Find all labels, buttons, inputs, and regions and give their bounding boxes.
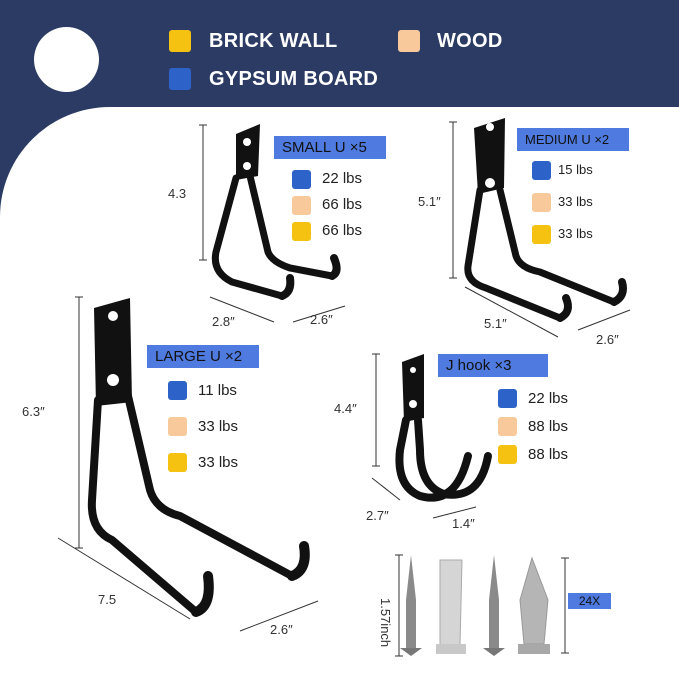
wood-swatch [398,30,420,52]
medium-gypsum-load: 15 lbs [558,162,593,177]
j-hook-title: J hook ×3 [438,354,548,377]
large-height-dim: 6.3″ [22,404,45,419]
jhook-wood-load: 88 lbs [528,418,569,435]
large-gypsum-swatch [168,381,187,400]
small-wood-swatch [292,196,311,215]
anchor-2-image [518,556,550,654]
medium-u-title: MEDIUM U ×2 [517,128,629,151]
hardware-quantity-badge: 24X [568,593,611,609]
jhook-height-dim: 4.4″ [334,401,357,416]
medium-wood-swatch [532,193,551,212]
jhook-gypsum-load: 22 lbs [528,390,569,407]
dimension-lines [57,121,631,657]
large-brick-load: 33 lbs [198,454,239,471]
small-gypsum-load: 22 lbs [322,170,363,187]
small-width-dim: 2.8″ [212,314,235,329]
jhook-width-dim: 2.7″ [366,508,389,523]
small-height-dim: 4.3 [168,186,187,201]
brick-wall-label: BRICK WALL [209,30,338,52]
medium-u-hook-image [464,118,627,322]
screw-1-image [400,555,422,656]
large-wood-load: 33 lbs [198,418,239,435]
small-brick-load: 66 lbs [322,222,363,239]
hardware-length-dim: 1.57inch [378,598,393,648]
small-u-title: SMALL U ×5 [274,136,386,159]
large-gypsum-load: 11 lbs [198,382,237,399]
medium-depth-dim: 2.6″ [596,332,619,347]
medium-brick-load: 33 lbs [558,226,593,241]
small-gypsum-swatch [292,170,311,189]
large-width-dim: 7.5 [98,592,117,607]
screw-2-image [483,555,505,656]
medium-gypsum-swatch [532,161,551,180]
large-u-title: LARGE U ×2 [147,345,259,368]
small-brick-swatch [292,222,311,241]
j-hook-image [395,354,492,502]
medium-brick-swatch [532,225,551,244]
jhook-brick-swatch [498,445,517,464]
large-u-hook-image [87,298,310,617]
wood-label: WOOD [437,30,503,52]
gypsum-board-label: GYPSUM BOARD [209,68,379,90]
small-wood-load: 66 lbs [322,196,363,213]
brick-wall-swatch [169,30,191,52]
jhook-wood-swatch [498,417,517,436]
small-depth-dim: 2.6″ [310,312,333,327]
logo-circle [34,27,99,92]
gypsum-board-swatch [169,68,191,90]
medium-wood-load: 33 lbs [558,194,593,209]
large-depth-dim: 2.6″ [270,622,293,637]
jhook-depth-dim: 1.4″ [452,516,475,531]
large-wood-swatch [168,417,187,436]
large-brick-swatch [168,453,187,472]
medium-width-dim: 5.1″ [484,316,507,331]
anchor-1-image [436,559,466,654]
jhook-gypsum-swatch [498,389,517,408]
small-u-hook-image [211,124,341,300]
medium-height-dim: 5.1″ [418,194,441,209]
jhook-brick-load: 88 lbs [528,446,569,463]
